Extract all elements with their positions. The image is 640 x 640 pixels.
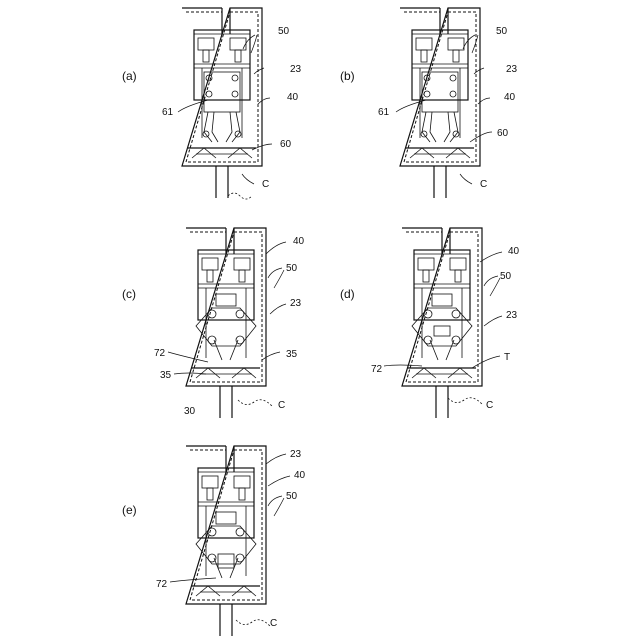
panel-label: (e): [122, 503, 137, 517]
ref-60: 60: [280, 139, 292, 150]
ref-35: 35: [286, 349, 298, 360]
panel-label: (a): [122, 69, 137, 83]
ref-c: C: [262, 179, 269, 190]
ref-72: 72: [371, 364, 383, 375]
ref-72: 72: [154, 348, 166, 359]
ref-50: 50: [286, 263, 298, 274]
ref-35: 35: [160, 370, 172, 381]
ref-c: C: [486, 400, 493, 411]
ref-50: 50: [496, 26, 508, 37]
ref-23: 23: [290, 298, 302, 309]
panel-label: (d): [340, 287, 355, 301]
ref-50: 50: [278, 26, 290, 37]
ref-60: 60: [497, 128, 509, 139]
ref-50: 50: [286, 491, 298, 502]
panel-e: (e) 23 40 50 72 C: [122, 446, 306, 636]
ref-23: 23: [290, 449, 302, 460]
ref-40: 40: [508, 246, 520, 257]
ref-40: 40: [294, 470, 306, 481]
ref-23: 23: [290, 64, 302, 75]
ref-40: 40: [504, 92, 516, 103]
panel-a: (a) 50 23 40 61 60 C: [122, 8, 302, 199]
ref-40: 40: [293, 236, 305, 247]
ref-c: C: [278, 400, 285, 411]
ref-61: 61: [378, 107, 390, 118]
ref-72: 72: [156, 579, 168, 590]
panel-label: (b): [340, 69, 355, 83]
ref-23: 23: [506, 310, 518, 321]
ref-61: 61: [162, 107, 174, 118]
ref-30: 30: [184, 406, 196, 417]
ref-c: C: [480, 179, 487, 190]
ref-23: 23: [506, 64, 518, 75]
ref-40: 40: [287, 92, 299, 103]
panel-d: (d) 40 50 23 72 T C: [340, 228, 520, 418]
ref-c: C: [270, 618, 277, 629]
ref-50: 50: [500, 271, 512, 282]
ref-t: T: [504, 352, 510, 363]
panel-label: (c): [122, 287, 136, 301]
panel-b: (b) 50 23 40 61 60 C: [340, 8, 518, 198]
panel-c: (c) 40 50 23 72 35 35 30 C: [122, 228, 305, 418]
